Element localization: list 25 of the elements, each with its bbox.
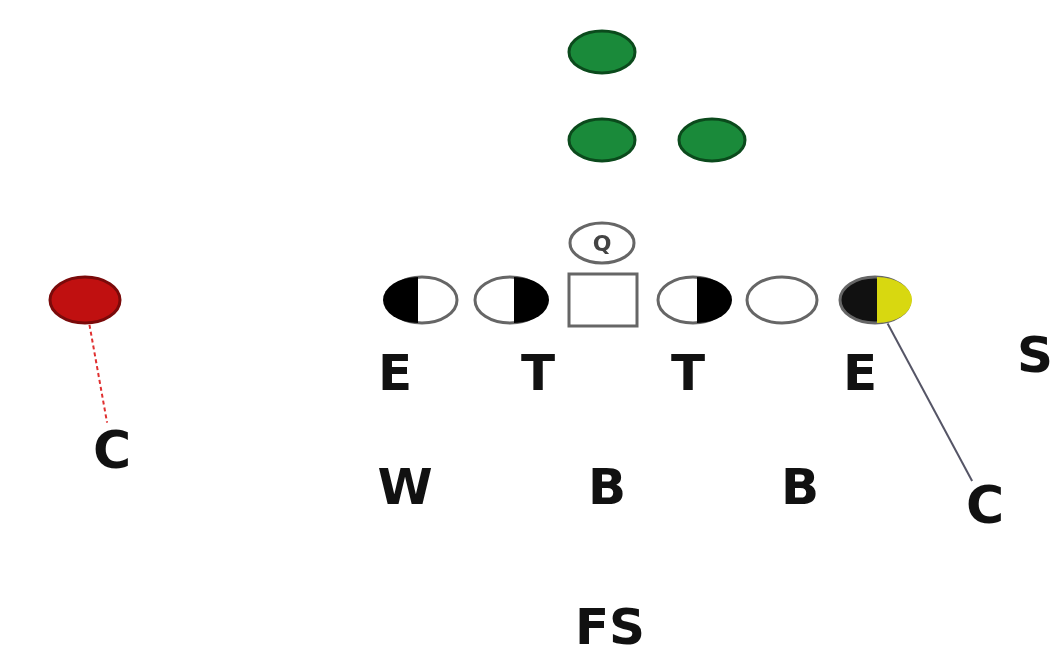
player-ellipse <box>385 275 459 325</box>
player-ellipse <box>567 117 637 163</box>
position-letter: B <box>780 462 820 512</box>
player-ellipse <box>48 275 122 325</box>
player-ellipse <box>568 221 636 265</box>
position-letter: C <box>960 477 1010 533</box>
center-square <box>567 272 639 328</box>
player-ellipse <box>745 275 819 325</box>
player-ellipse <box>656 275 730 325</box>
position-letter: C <box>87 422 137 478</box>
position-letter: W <box>377 462 433 512</box>
connector-line <box>886 322 974 482</box>
position-letter: T <box>520 348 556 398</box>
position-letter: E <box>377 348 413 398</box>
position-letter: E <box>842 348 878 398</box>
player-ellipse <box>677 117 747 163</box>
player-ellipse <box>473 275 547 325</box>
position-letter: B <box>587 462 627 512</box>
position-letter: T <box>670 348 706 398</box>
position-letter: FS <box>574 602 646 652</box>
player-ellipse <box>567 29 637 75</box>
player-ellipse <box>838 275 912 325</box>
player-letter: Q <box>591 229 613 258</box>
connector-line <box>88 323 109 424</box>
position-letter: S <box>1017 330 1053 380</box>
